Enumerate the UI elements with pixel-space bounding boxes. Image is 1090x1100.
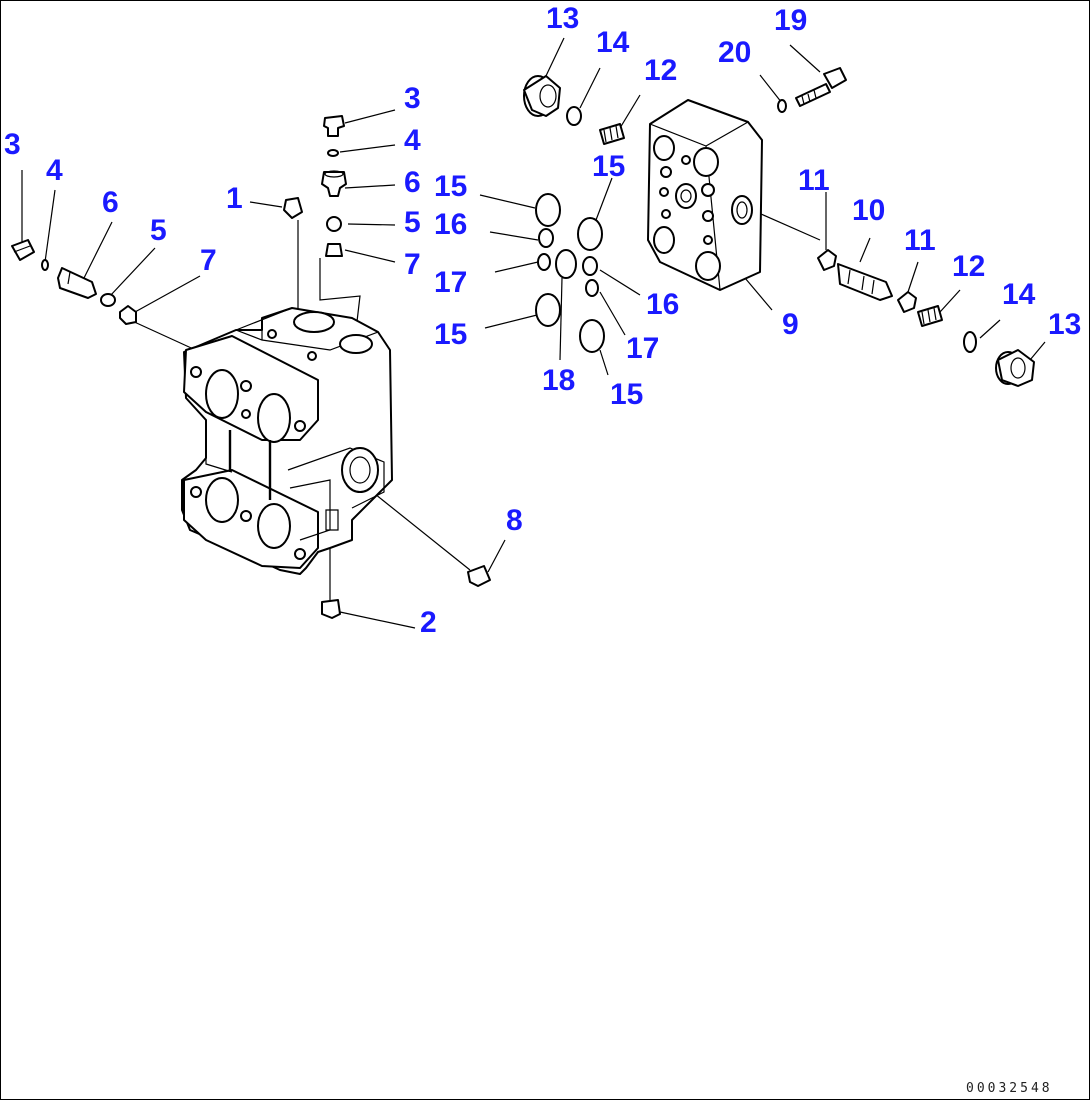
callout-15-b: 15: [434, 318, 467, 351]
callout-14-right: 14: [1002, 278, 1036, 311]
callout-5-top: 5: [404, 206, 421, 239]
ball-part-5-top: [326, 216, 342, 232]
poppet-part-6-top: [321, 170, 347, 197]
spring-part-12-top: [599, 123, 625, 145]
callout-14-top: 14: [596, 26, 630, 59]
callout-16-a: 16: [434, 208, 467, 241]
leader-lines: [21, 37, 1046, 629]
o-ring-part-15d: [579, 319, 605, 353]
poppet-part-6-left: [57, 267, 97, 299]
callout-11-a: 11: [798, 164, 830, 197]
callout-1: 1: [226, 182, 243, 215]
plug-part-3-left: [11, 239, 35, 261]
washer-part-20: [777, 99, 787, 113]
o-ring-part-18: [555, 249, 577, 279]
o-ring-part-16a: [538, 228, 554, 248]
plug-part-1: [283, 197, 303, 219]
o-ring-part-4-left: [41, 259, 49, 271]
callout-4-left: 4: [46, 154, 63, 187]
callout-3-left: 3: [4, 128, 21, 161]
seat-part-7-top: [325, 243, 343, 257]
o-ring-part-17b: [585, 279, 599, 297]
seal-part-11b: [897, 291, 917, 313]
o-ring-part-4-top: [327, 149, 339, 157]
callout-5-left: 5: [150, 214, 167, 247]
plug-part-8: [467, 565, 491, 587]
callout-15-c: 15: [592, 150, 625, 183]
spool-assembly: [817, 249, 1035, 387]
valve-body: [181, 307, 393, 575]
callout-6-left: 6: [102, 186, 119, 219]
spool-part-10: [837, 263, 893, 301]
callout-12-right: 12: [952, 250, 985, 283]
callout-19: 19: [774, 4, 807, 37]
o-ring-part-17a: [537, 253, 551, 271]
callout-15-d: 15: [610, 378, 643, 411]
spring-part-12-right: [917, 305, 943, 327]
o-ring-part-14-right: [963, 331, 977, 353]
o-ring-part-15c: [577, 217, 603, 251]
callout-3-top: 3: [404, 82, 421, 115]
document-number: 00032548: [966, 1081, 1053, 1096]
callout-7-left: 7: [200, 244, 217, 277]
callout-11-b: 11: [904, 224, 936, 257]
callout-10: 10: [852, 194, 885, 227]
callout-20: 20: [718, 36, 751, 69]
callout-12-top: 12: [644, 54, 677, 87]
o-ring-part-15a: [535, 193, 561, 227]
callout-18: 18: [542, 364, 575, 397]
callout-13-top: 13: [546, 2, 579, 35]
cover-plate: [647, 99, 763, 291]
ball-part-5-left: [100, 293, 116, 307]
callout-labels: 3 4 6 5 7 1 3 4 6 5 7 8 2 13 14 12 20 19…: [4, 2, 1081, 639]
callout-17-a: 17: [434, 266, 467, 299]
bolt-part-19: [795, 67, 847, 107]
callout-17-b: 17: [626, 332, 659, 365]
callout-9: 9: [782, 308, 799, 341]
plug-part-13-top: [523, 75, 561, 117]
callout-8: 8: [506, 504, 523, 537]
callout-16-b: 16: [646, 288, 679, 321]
callout-15-a: 15: [434, 170, 467, 203]
o-rings-group: [535, 193, 605, 353]
seat-part-7-left: [119, 305, 137, 325]
seal-part-11a: [817, 249, 837, 271]
o-ring-part-15b: [535, 293, 561, 327]
plug-part-2: [321, 599, 341, 619]
plug-part-3-top: [323, 115, 345, 137]
callout-4-top: 4: [404, 124, 421, 157]
o-ring-part-16b: [582, 256, 598, 276]
callout-6-top: 6: [404, 166, 421, 199]
callout-13-right: 13: [1048, 308, 1081, 341]
callout-7-top: 7: [404, 248, 421, 281]
o-ring-part-14-top: [566, 106, 582, 126]
callout-2: 2: [420, 606, 437, 639]
